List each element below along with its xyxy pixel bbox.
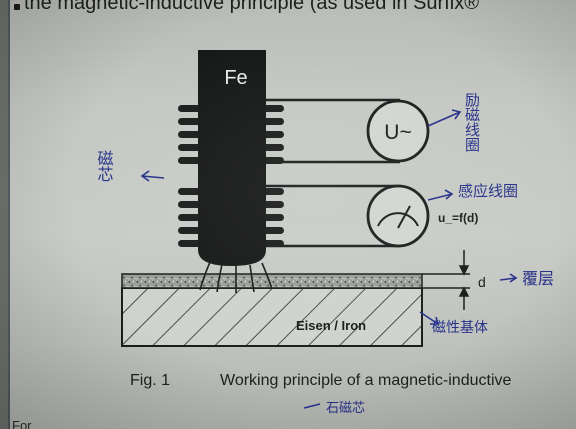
excitation-source-circle	[366, 99, 430, 163]
next-line-fragment: For	[12, 418, 32, 429]
note-core: 磁芯	[95, 150, 114, 182]
excitation-circuit	[266, 98, 400, 164]
note-layer: 覆层	[522, 269, 554, 288]
margin-line	[8, 0, 10, 429]
meter-circle	[366, 184, 430, 248]
iron-core	[198, 50, 266, 266]
note-excitation: 励磁线圈	[463, 92, 481, 152]
core-label: Fe	[224, 67, 247, 89]
meter-gauge-icon	[377, 205, 419, 229]
bullet-icon	[14, 4, 20, 10]
field-lines	[199, 261, 273, 293]
note-sensing: 感应线圈	[458, 182, 518, 200]
measurement-label: u_=f(d)	[438, 211, 478, 225]
sensing-circuit	[266, 184, 400, 248]
gap-label: d	[478, 274, 486, 290]
figure-caption-text: Working principle of a magnetic-inductiv…	[220, 372, 512, 389]
note-bottom: 石磁芯	[326, 401, 365, 416]
iron-substrate	[121, 287, 423, 347]
handwritten-arrows	[140, 109, 518, 409]
excitation-label: U~	[384, 121, 411, 144]
note-base: 磁性基体	[432, 319, 488, 336]
base-label: Eisen / Iron	[296, 318, 366, 333]
coating-layer	[121, 273, 423, 289]
section-heading: the magnetic-inductive principle (as use…	[24, 0, 479, 14]
gap-dimension	[422, 250, 470, 310]
page-edge	[0, 0, 8, 429]
figure-caption: Fig. 1 Working principle of a magnetic-in…	[130, 372, 511, 390]
figure-number: Fig. 1	[130, 372, 171, 389]
